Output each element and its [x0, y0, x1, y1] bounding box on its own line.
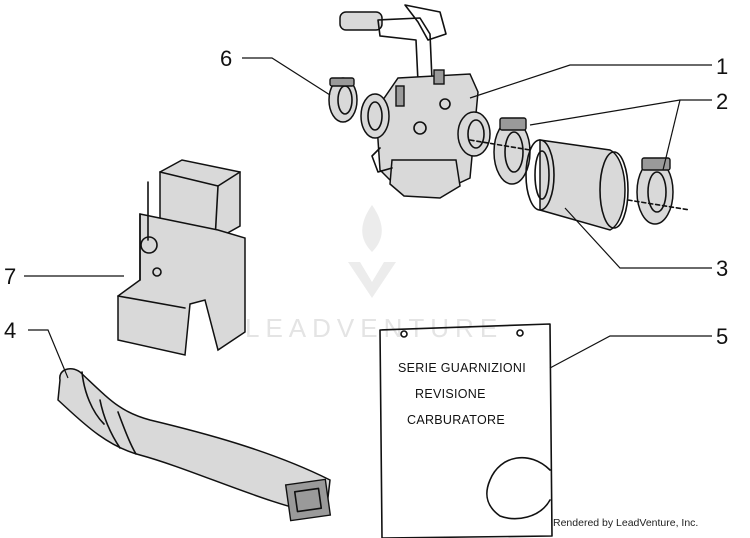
leader-line-3 — [564, 207, 712, 269]
heat-shield-part — [117, 159, 246, 356]
leader-line-5 — [549, 335, 712, 369]
kit-card-line-3: CARBURATORE — [407, 413, 505, 427]
callout-1: 1 — [716, 54, 728, 79]
leader-line-1 — [469, 64, 712, 99]
leader-line-2a — [529, 99, 712, 126]
callout-labels: 1 2 3 4 5 6 7 — [4, 46, 728, 349]
callout-2: 2 — [716, 89, 728, 114]
kit-card-line-1: SERIE GUARNIZIONI — [398, 361, 526, 375]
leader-line-2b — [662, 99, 681, 171]
watermark-logo: LEADVENTURE — [245, 205, 503, 343]
leader-line-4 — [28, 329, 69, 379]
clamp-rings-part — [493, 117, 674, 225]
callout-3: 3 — [716, 256, 728, 281]
gasket-kit-card-part: SERIE GUARNIZIONI REVISIONE CARBURATORE — [379, 323, 553, 538]
rubber-sleeve-part — [469, 139, 691, 231]
watermark-text: LEADVENTURE — [245, 313, 503, 343]
leader-line-6 — [242, 57, 331, 96]
callout-7: 7 — [4, 264, 16, 289]
kit-card-line-2: REVISIONE — [415, 387, 486, 401]
carburetor-part — [339, 4, 491, 199]
intake-hose-part — [57, 368, 332, 522]
callout-4: 4 — [4, 318, 16, 343]
render-credit: Rendered by LeadVenture, Inc. — [553, 517, 698, 529]
clamp-ring-left-part — [328, 77, 358, 123]
callout-5: 5 — [716, 324, 728, 349]
leader-lines — [24, 57, 712, 379]
callout-6: 6 — [220, 46, 232, 71]
